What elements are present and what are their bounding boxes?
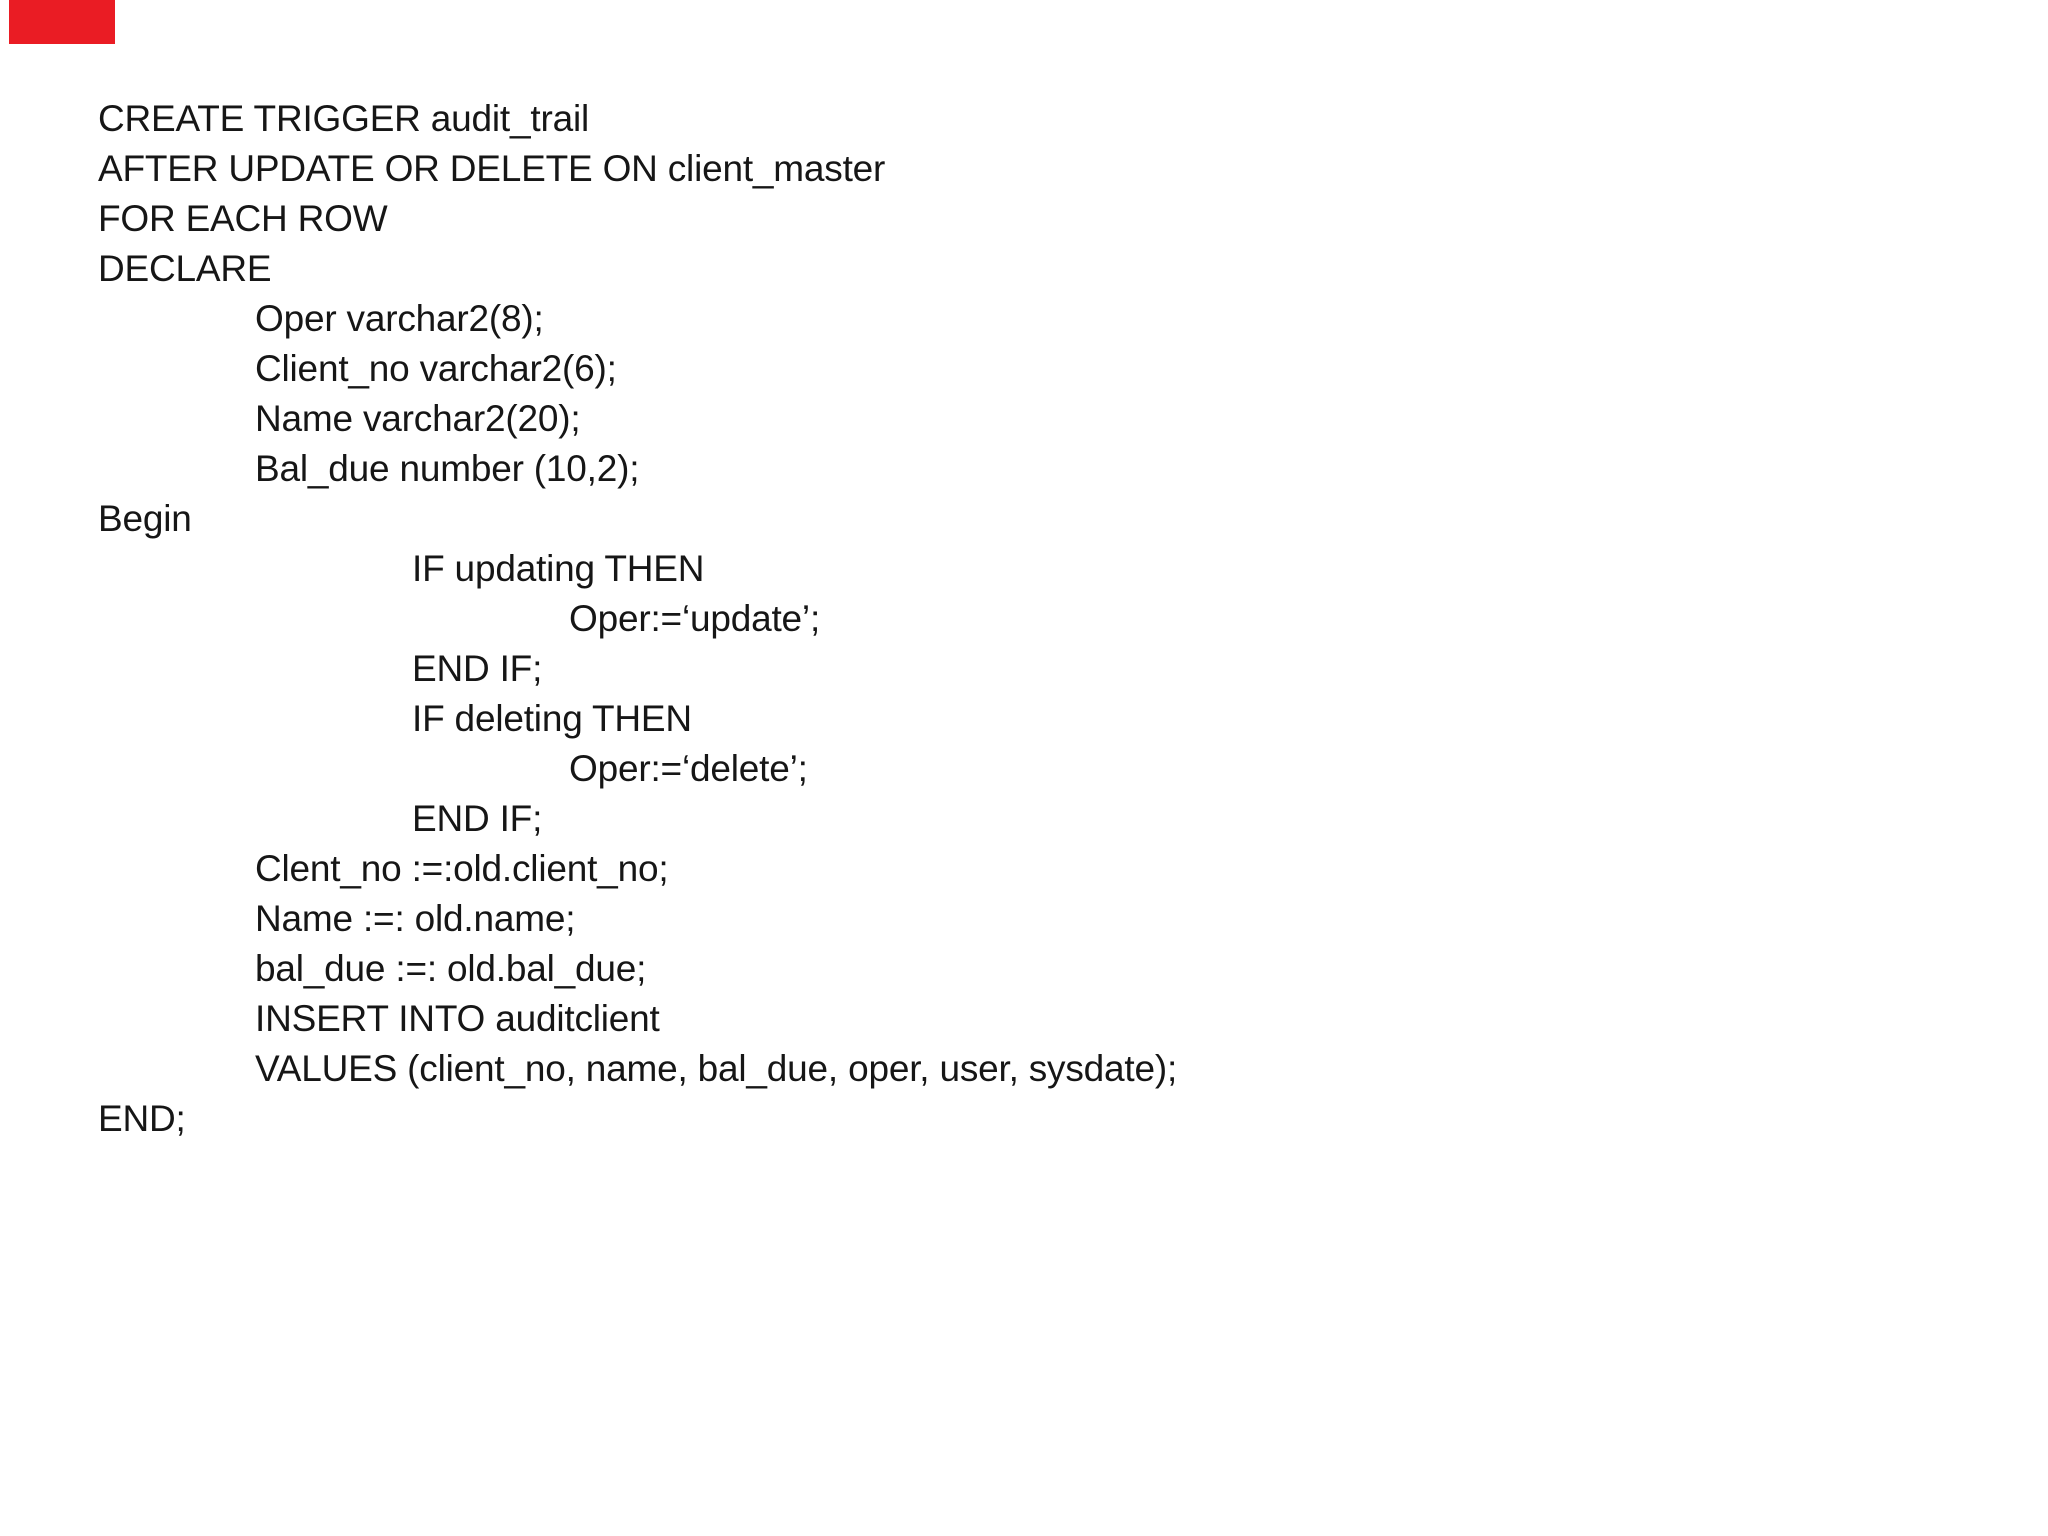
code-line: IF updating THEN — [412, 548, 705, 589]
code-line: IF deleting THEN — [412, 698, 692, 739]
code-line: Oper varchar2(8); — [255, 298, 544, 339]
code-line: Oper:=‘update’; — [569, 598, 821, 639]
code-line: END; — [98, 1098, 186, 1139]
code-line: VALUES (client_no, name, bal_due, oper, … — [255, 1048, 1178, 1089]
code-line: Bal_due number (10,2); — [255, 448, 640, 489]
red-accent-bar — [9, 0, 115, 44]
code-line: FOR EACH ROW — [98, 198, 388, 239]
code-line: CREATE TRIGGER audit_trail — [98, 98, 590, 139]
code-line: bal_due :=: old.bal_due; — [255, 948, 647, 989]
code-line: Client_no varchar2(6); — [255, 348, 617, 389]
code-line: END IF; — [412, 648, 543, 689]
code-line: Name :=: old.name; — [255, 898, 576, 939]
code-line: Begin — [98, 498, 192, 539]
code-line: Name varchar2(20); — [255, 398, 581, 439]
code-line: END IF; — [412, 798, 543, 839]
code-line: Oper:=‘delete’; — [569, 748, 808, 789]
code-line: DECLARE — [98, 248, 272, 289]
code-line: Clent_no :=:old.client_no; — [255, 848, 669, 889]
code-line: AFTER UPDATE OR DELETE ON client_master — [98, 148, 886, 189]
code-line: INSERT INTO auditclient — [255, 998, 660, 1039]
